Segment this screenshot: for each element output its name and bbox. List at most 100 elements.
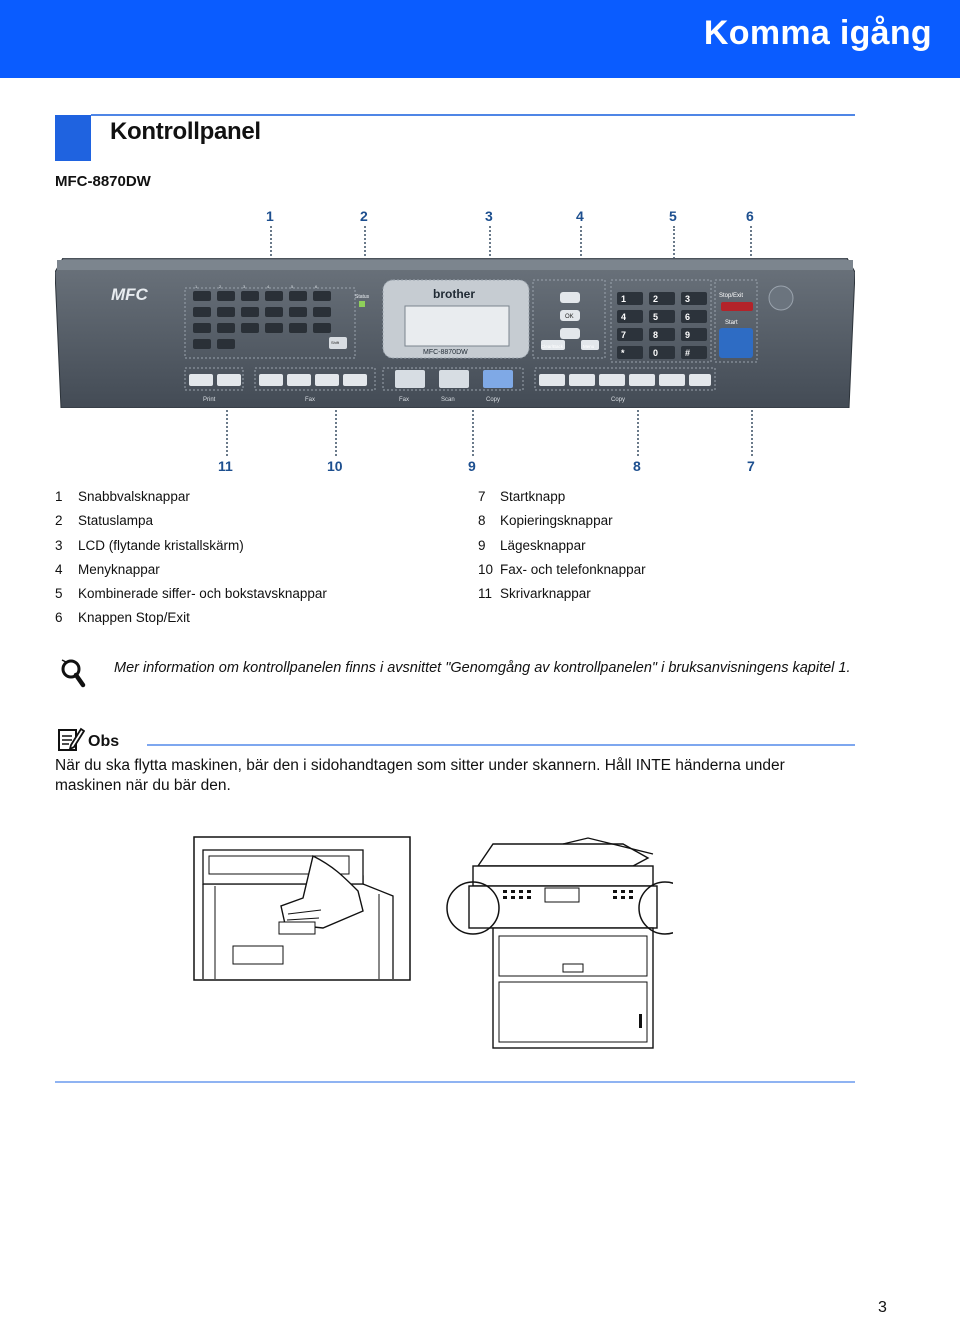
svg-text:Menu: Menu: [583, 344, 595, 349]
svg-text:7: 7: [621, 330, 626, 340]
svg-text:*: *: [621, 348, 625, 358]
status-lamp: [359, 301, 365, 307]
obs-rule: [147, 744, 855, 746]
header-banner: [0, 0, 960, 78]
leader-line-11: [226, 410, 228, 456]
ok-button: [560, 310, 580, 321]
svg-text:8: 8: [653, 330, 658, 340]
svg-text:Fax: Fax: [399, 397, 409, 403]
svg-text:3: 3: [685, 294, 690, 304]
dial-keypad: [617, 292, 707, 359]
callout-6: 6: [746, 208, 754, 224]
svg-text:#: #: [685, 348, 690, 358]
svg-text:Copy: Copy: [611, 397, 625, 403]
obs-text: När du ska flytta maskinen, bär den i si…: [55, 757, 785, 794]
leader-line-6: [750, 226, 752, 288]
callout-9: 9: [468, 458, 476, 474]
leader-line-3: [489, 226, 491, 284]
start-button: [719, 328, 753, 358]
svg-text:4: 4: [267, 284, 270, 289]
leader-line-7: [751, 410, 753, 456]
callout-10: 10: [327, 458, 343, 474]
svg-text:6: 6: [315, 284, 318, 289]
svg-text:1: 1: [621, 294, 626, 304]
callout-1: 1: [266, 208, 274, 224]
menu-button: [581, 340, 599, 350]
section-rule: [91, 114, 855, 116]
svg-text:4: 4: [621, 312, 626, 322]
callout-4: 4: [576, 208, 584, 224]
page-number: 3: [878, 1299, 887, 1316]
section-title: Kontrollpanel: [110, 118, 261, 145]
svg-text:3: 3: [243, 284, 246, 289]
svg-text:0: 0: [653, 348, 658, 358]
start-label: Start: [725, 320, 738, 326]
one-touch-grid: 1 2 3 4 5 6: [193, 284, 331, 349]
info-note: Mer information om kontrollpanelen finns…: [114, 660, 851, 676]
svg-text:Scan: Scan: [441, 397, 455, 403]
magnifier-icon: [61, 659, 86, 688]
note-pencil-icon: [58, 727, 85, 751]
clear-back-button: [541, 340, 565, 350]
scan-mode-button: [439, 370, 469, 388]
chapter-title: Komma igång: [703, 14, 932, 52]
model-label: MFC-8870DW: [55, 173, 151, 190]
callout-3: 3: [485, 208, 493, 224]
svg-text:2: 2: [219, 284, 222, 289]
shift-button: [329, 337, 347, 349]
down-arrow-button: [560, 328, 580, 339]
svg-text:5: 5: [653, 312, 658, 322]
wireless-badge: [768, 285, 794, 311]
callout-2: 2: [360, 208, 368, 224]
svg-text:Shift: Shift: [331, 340, 340, 345]
copy-mode-button: [483, 370, 513, 388]
footer-rule: [55, 1081, 855, 1083]
lcd-model: MFC-8870DW: [423, 349, 468, 356]
obs-label: Obs: [88, 733, 120, 750]
carrying-illustration: [193, 836, 673, 1049]
callout-7: 7: [747, 458, 755, 474]
svg-text:5: 5: [291, 284, 294, 289]
callout-11: 11: [218, 458, 233, 474]
svg-text:OK: OK: [565, 314, 574, 320]
mfc-logo: MFC: [111, 285, 149, 304]
status-label: Status: [355, 294, 370, 300]
stop-exit-button: [721, 302, 753, 311]
fax-mode-button: [395, 370, 425, 388]
svg-text:9: 9: [685, 330, 690, 340]
lcd-screen: [404, 305, 510, 347]
svg-text:Copy: Copy: [486, 397, 500, 403]
leader-line-9: [472, 410, 474, 456]
svg-text:Print: Print: [203, 397, 216, 403]
section-marker: [55, 115, 91, 161]
svg-text:2: 2: [653, 294, 658, 304]
leader-line-10: [335, 410, 337, 456]
leader-line-5: [673, 226, 675, 286]
svg-text:Clear/Back: Clear/Back: [541, 344, 564, 349]
up-arrow-button: [560, 292, 580, 303]
callout-5: 5: [669, 208, 677, 224]
leader-line-8: [637, 410, 639, 456]
stop-exit-label: Stop/Exit: [719, 293, 743, 299]
callout-8: 8: [633, 458, 641, 474]
leader-line-4: [580, 226, 582, 288]
svg-text:Fax: Fax: [305, 397, 315, 403]
svg-text:6: 6: [685, 312, 690, 322]
svg-text:1: 1: [195, 284, 198, 289]
brand-logo: brother: [433, 287, 475, 301]
control-panel-illustration: MFC 1 2 3 4 5 6 Shift Status brother MFC…: [55, 258, 855, 408]
leader-line-1: [270, 226, 272, 288]
